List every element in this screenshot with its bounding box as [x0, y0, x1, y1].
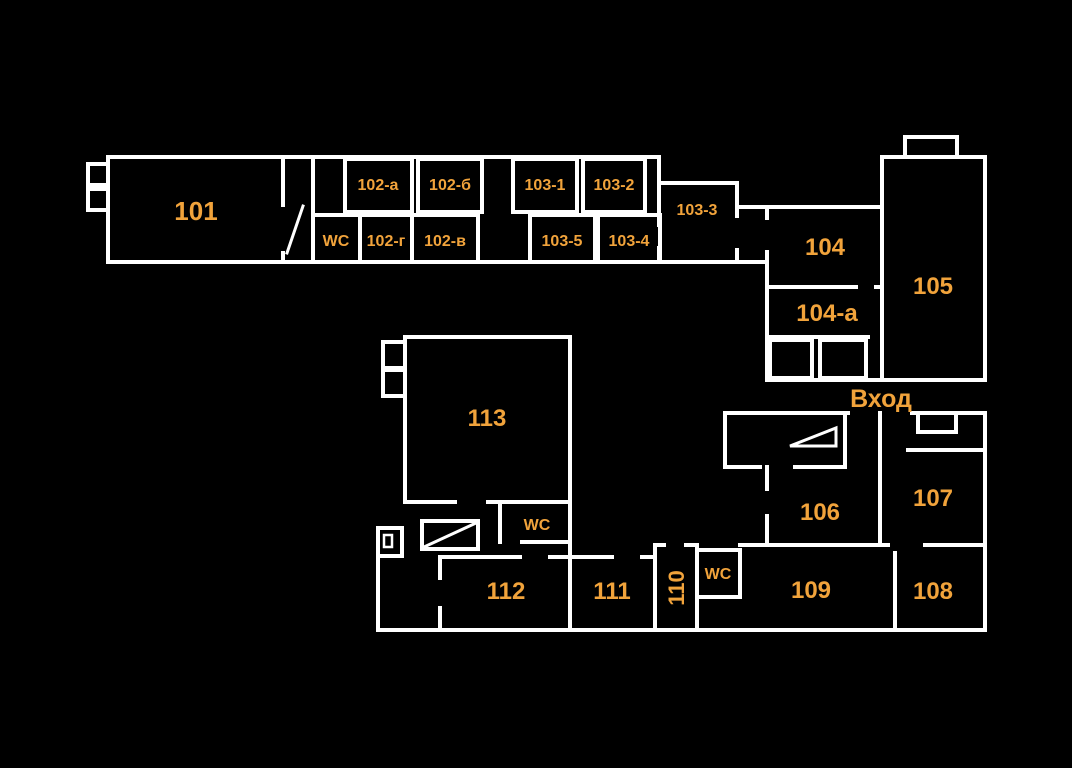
porch-box [376, 526, 404, 558]
room-label-102g: 102-г [367, 233, 406, 250]
room-label-103-5: 103-5 [542, 233, 583, 250]
room-labels: 101 102-а 102-б 103-1 103-2 103-3 WC 102… [174, 177, 953, 606]
stair-box-113-lower [381, 368, 407, 398]
room-label-103-4: 103-4 [609, 233, 650, 250]
door-swing-106-icon [789, 425, 838, 448]
room-label-109: 109 [791, 577, 831, 604]
room-103-1-outline [511, 157, 579, 214]
room-102v-outline [410, 213, 480, 264]
room-label-113: 113 [468, 405, 507, 432]
room-103-2-outline [581, 157, 647, 214]
room-103-4-outline [596, 213, 662, 264]
room-label-110: 110 [664, 570, 689, 606]
room-105-outline [880, 155, 987, 382]
room-label-103-1: 103-1 [525, 177, 566, 194]
room-102a-outline [343, 157, 414, 214]
stair-box-101-lower [86, 187, 110, 212]
room-label-107: 107 [913, 485, 953, 512]
stair-box-101-upper [86, 162, 110, 187]
wall-right-block [765, 205, 987, 382]
stair-box-113-upper [381, 340, 407, 370]
room-label-wc-middle: WC [524, 517, 551, 534]
room-label-104: 104 [805, 234, 846, 261]
stair-box-105-top [903, 135, 959, 159]
room-label-108: 108 [913, 578, 953, 605]
room-label-101: 101 [174, 196, 217, 226]
closet-104a-left [768, 338, 814, 380]
room-label-105: 105 [913, 273, 953, 300]
room-label-111: 111 [593, 578, 630, 605]
porch-box-detail [382, 533, 394, 549]
stairs-ramp-icon [422, 521, 478, 549]
room-label-106: 106 [800, 499, 840, 526]
stairs-outline [420, 519, 480, 551]
door-leaf-101-icon [285, 204, 305, 255]
vestibule-box-107 [916, 411, 958, 434]
room-102b-outline [416, 157, 484, 214]
room-label-103-2: 103-2 [594, 177, 635, 194]
room-label-103-3: 103-3 [677, 202, 718, 219]
room-103-5-outline [528, 213, 597, 264]
room-label-104a: 104-а [796, 300, 858, 327]
room-label-112: 112 [487, 578, 526, 605]
room-label-wc-lower: WC [705, 566, 732, 583]
walls [86, 135, 987, 632]
room-label-102b: 102-б [429, 177, 471, 194]
entrance-label: Вход [850, 385, 912, 413]
room-label-102a: 102-а [358, 177, 399, 194]
room-wc-lower-outline [695, 548, 742, 599]
wall-113-block [403, 335, 572, 632]
room-label-102v: 102-в [424, 233, 466, 250]
closet-104a-right [818, 338, 868, 380]
room-label-wc-upper: WC [323, 233, 350, 250]
